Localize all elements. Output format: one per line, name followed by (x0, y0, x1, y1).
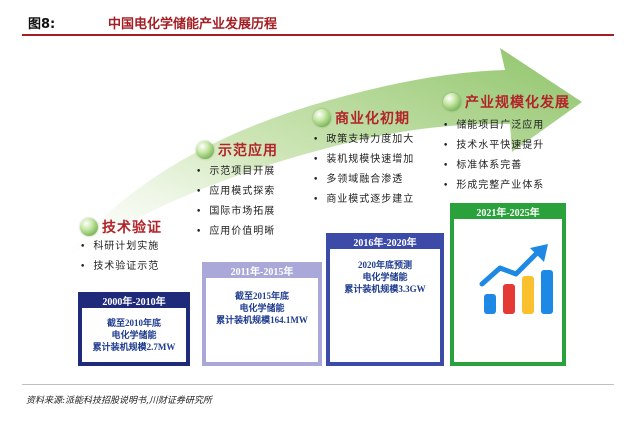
stage-2-desc-line: 累计装机规模164.1MW (216, 315, 308, 325)
stage-4-period: 2021年-2025年 (476, 208, 540, 219)
list-item: 科研计划实施 (80, 237, 159, 257)
sphere-icon (196, 141, 214, 159)
stage-4-box: 2021年-2025年 (450, 203, 566, 366)
stage-1-box: 2000年-2010年 截至2010年底 电化学储能 累计装机规模2.7MW (78, 292, 190, 366)
stage-3-box: 2016年-2020年 2020年底预测 电化学储能 累计装机规模3.3GW (326, 233, 444, 366)
list-item: 装机规模快速增加 (313, 150, 414, 170)
stage-1-title: 技术验证 (80, 217, 162, 237)
list-item: 示范项目开展 (196, 162, 275, 182)
stage-3-bullets: 政策支持力度加大 装机规模快速增加 多领域融合渗透 商业模式逐步建立 (313, 130, 414, 210)
stage-2-period: 2011年-2015年 (230, 267, 294, 278)
stage-3-desc-line: 电化学储能 (362, 272, 408, 282)
list-item: 技术水平快速提升 (443, 136, 544, 156)
stage-1-desc-line: 电化学储能 (111, 330, 157, 340)
list-item: 储能项目广泛应用 (443, 116, 544, 136)
stage-4-bullets: 储能项目广泛应用 技术水平快速提升 标准体系完善 形成完整产业体系 (443, 116, 544, 196)
stage-3-desc-line: 2020年底预测 (357, 260, 412, 270)
stage-2-box: 2011年-2015年 截至2015年底 电化学储能 累计装机规模164.1MW (202, 262, 322, 366)
stage-3-title: 商业化初期 (313, 108, 410, 128)
list-item: 国际市场拓展 (196, 202, 275, 222)
list-item: 形成完整产业体系 (443, 176, 544, 196)
list-item: 政策支持力度加大 (313, 130, 414, 150)
stage-4-title: 产业规模化发展 (443, 92, 570, 112)
list-item: 技术验证示范 (80, 257, 159, 277)
list-item: 标准体系完善 (443, 156, 544, 176)
stage-3-period: 2016年-2020年 (353, 238, 417, 249)
stage-1-period: 2000年-2010年 (102, 297, 166, 308)
list-item: 商业模式逐步建立 (313, 190, 414, 210)
list-item: 多领域融合渗透 (313, 170, 414, 190)
stage-2-title: 示范应用 (196, 140, 278, 160)
growth-bar-chart-icon (479, 244, 553, 314)
stage-2-desc-line: 截至2015年底 (234, 291, 289, 301)
sphere-icon (80, 218, 98, 236)
stage-1-desc-line: 累计装机规模2.7MW (92, 342, 176, 352)
stage-1-bullets: 科研计划实施 技术验证示范 (80, 237, 159, 277)
sphere-icon (313, 109, 331, 127)
stage-2-bullets: 示范项目开展 应用模式探索 国际市场拓展 应用价值明晰 (196, 162, 275, 242)
figure-label: 图8: (28, 17, 56, 32)
stage-1-desc-line: 截至2010年底 (106, 318, 161, 328)
list-item: 应用模式探索 (196, 182, 275, 202)
figure-title: 中国电化学储能产业发展历程 (108, 17, 278, 32)
source-note: 资料来源:派能科技招股说明书,川财证券研究所 (26, 396, 212, 406)
stage-3-desc-line: 累计装机规模3.3GW (344, 284, 426, 294)
sphere-icon (443, 93, 461, 111)
list-item: 应用价值明晰 (196, 222, 275, 242)
stage-2-desc-line: 电化学储能 (239, 303, 285, 313)
footer-divider (22, 384, 614, 385)
figure-header: 图8: 中国电化学储能产业发展历程 (22, 8, 614, 36)
